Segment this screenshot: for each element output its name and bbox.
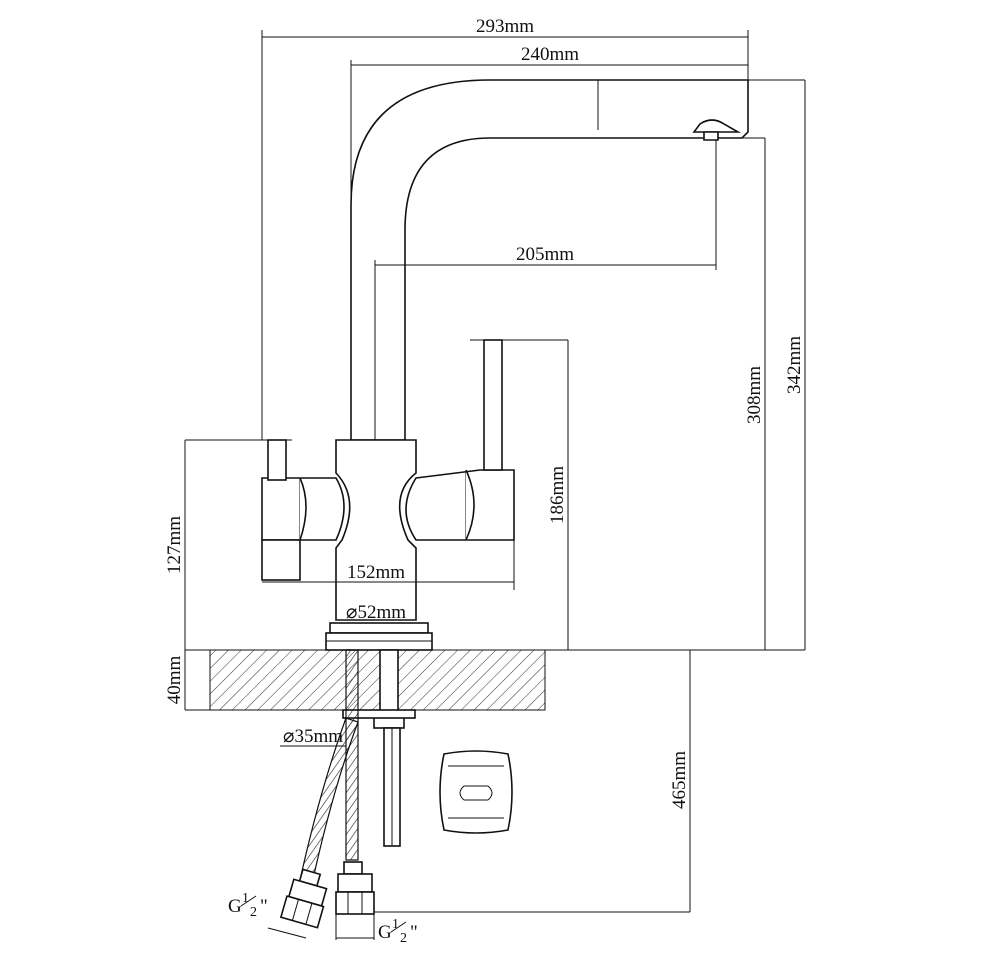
thread-left-prefix: G — [228, 896, 242, 917]
thread-left-numerator: 1 — [242, 891, 249, 906]
dim-hole-diameter: ⌀35mm — [283, 726, 343, 747]
dim-spout-to-body: 205mm — [516, 244, 574, 265]
dim-lever-height: 186mm — [547, 466, 568, 524]
thread-left-suffix: " — [260, 896, 268, 917]
dimension-lines — [184, 30, 806, 940]
thread-right-denominator: 2 — [400, 931, 407, 946]
thread-right-suffix: " — [410, 922, 418, 943]
thread-label-right: G 1 2 " — [378, 917, 418, 946]
dim-body-height: 127mm — [164, 516, 185, 574]
dim-overall-width: 293mm — [476, 16, 534, 37]
dimension-labels: 293mm 240mm 205mm 342mm 308mm 186mm 127m… — [164, 16, 805, 809]
aerator-detail — [439, 750, 513, 834]
thread-right-numerator: 1 — [392, 917, 399, 932]
dim-counter-thickness: 40mm — [164, 656, 185, 705]
thread-right-prefix: G — [378, 922, 392, 943]
hoses — [279, 649, 375, 929]
thread-label-left: G 1 2 " — [228, 891, 268, 920]
dim-hose-length: 465mm — [669, 751, 690, 809]
countertop — [185, 649, 805, 711]
dim-base-diameter: ⌀52mm — [346, 602, 406, 623]
dim-spout-reach: 240mm — [521, 44, 579, 65]
thread-left-denominator: 2 — [250, 905, 257, 920]
dim-spout-height: 308mm — [744, 366, 765, 424]
faucet-body — [261, 79, 749, 847]
dim-overall-height: 342mm — [784, 336, 805, 394]
dim-body-width: 152mm — [347, 562, 405, 583]
